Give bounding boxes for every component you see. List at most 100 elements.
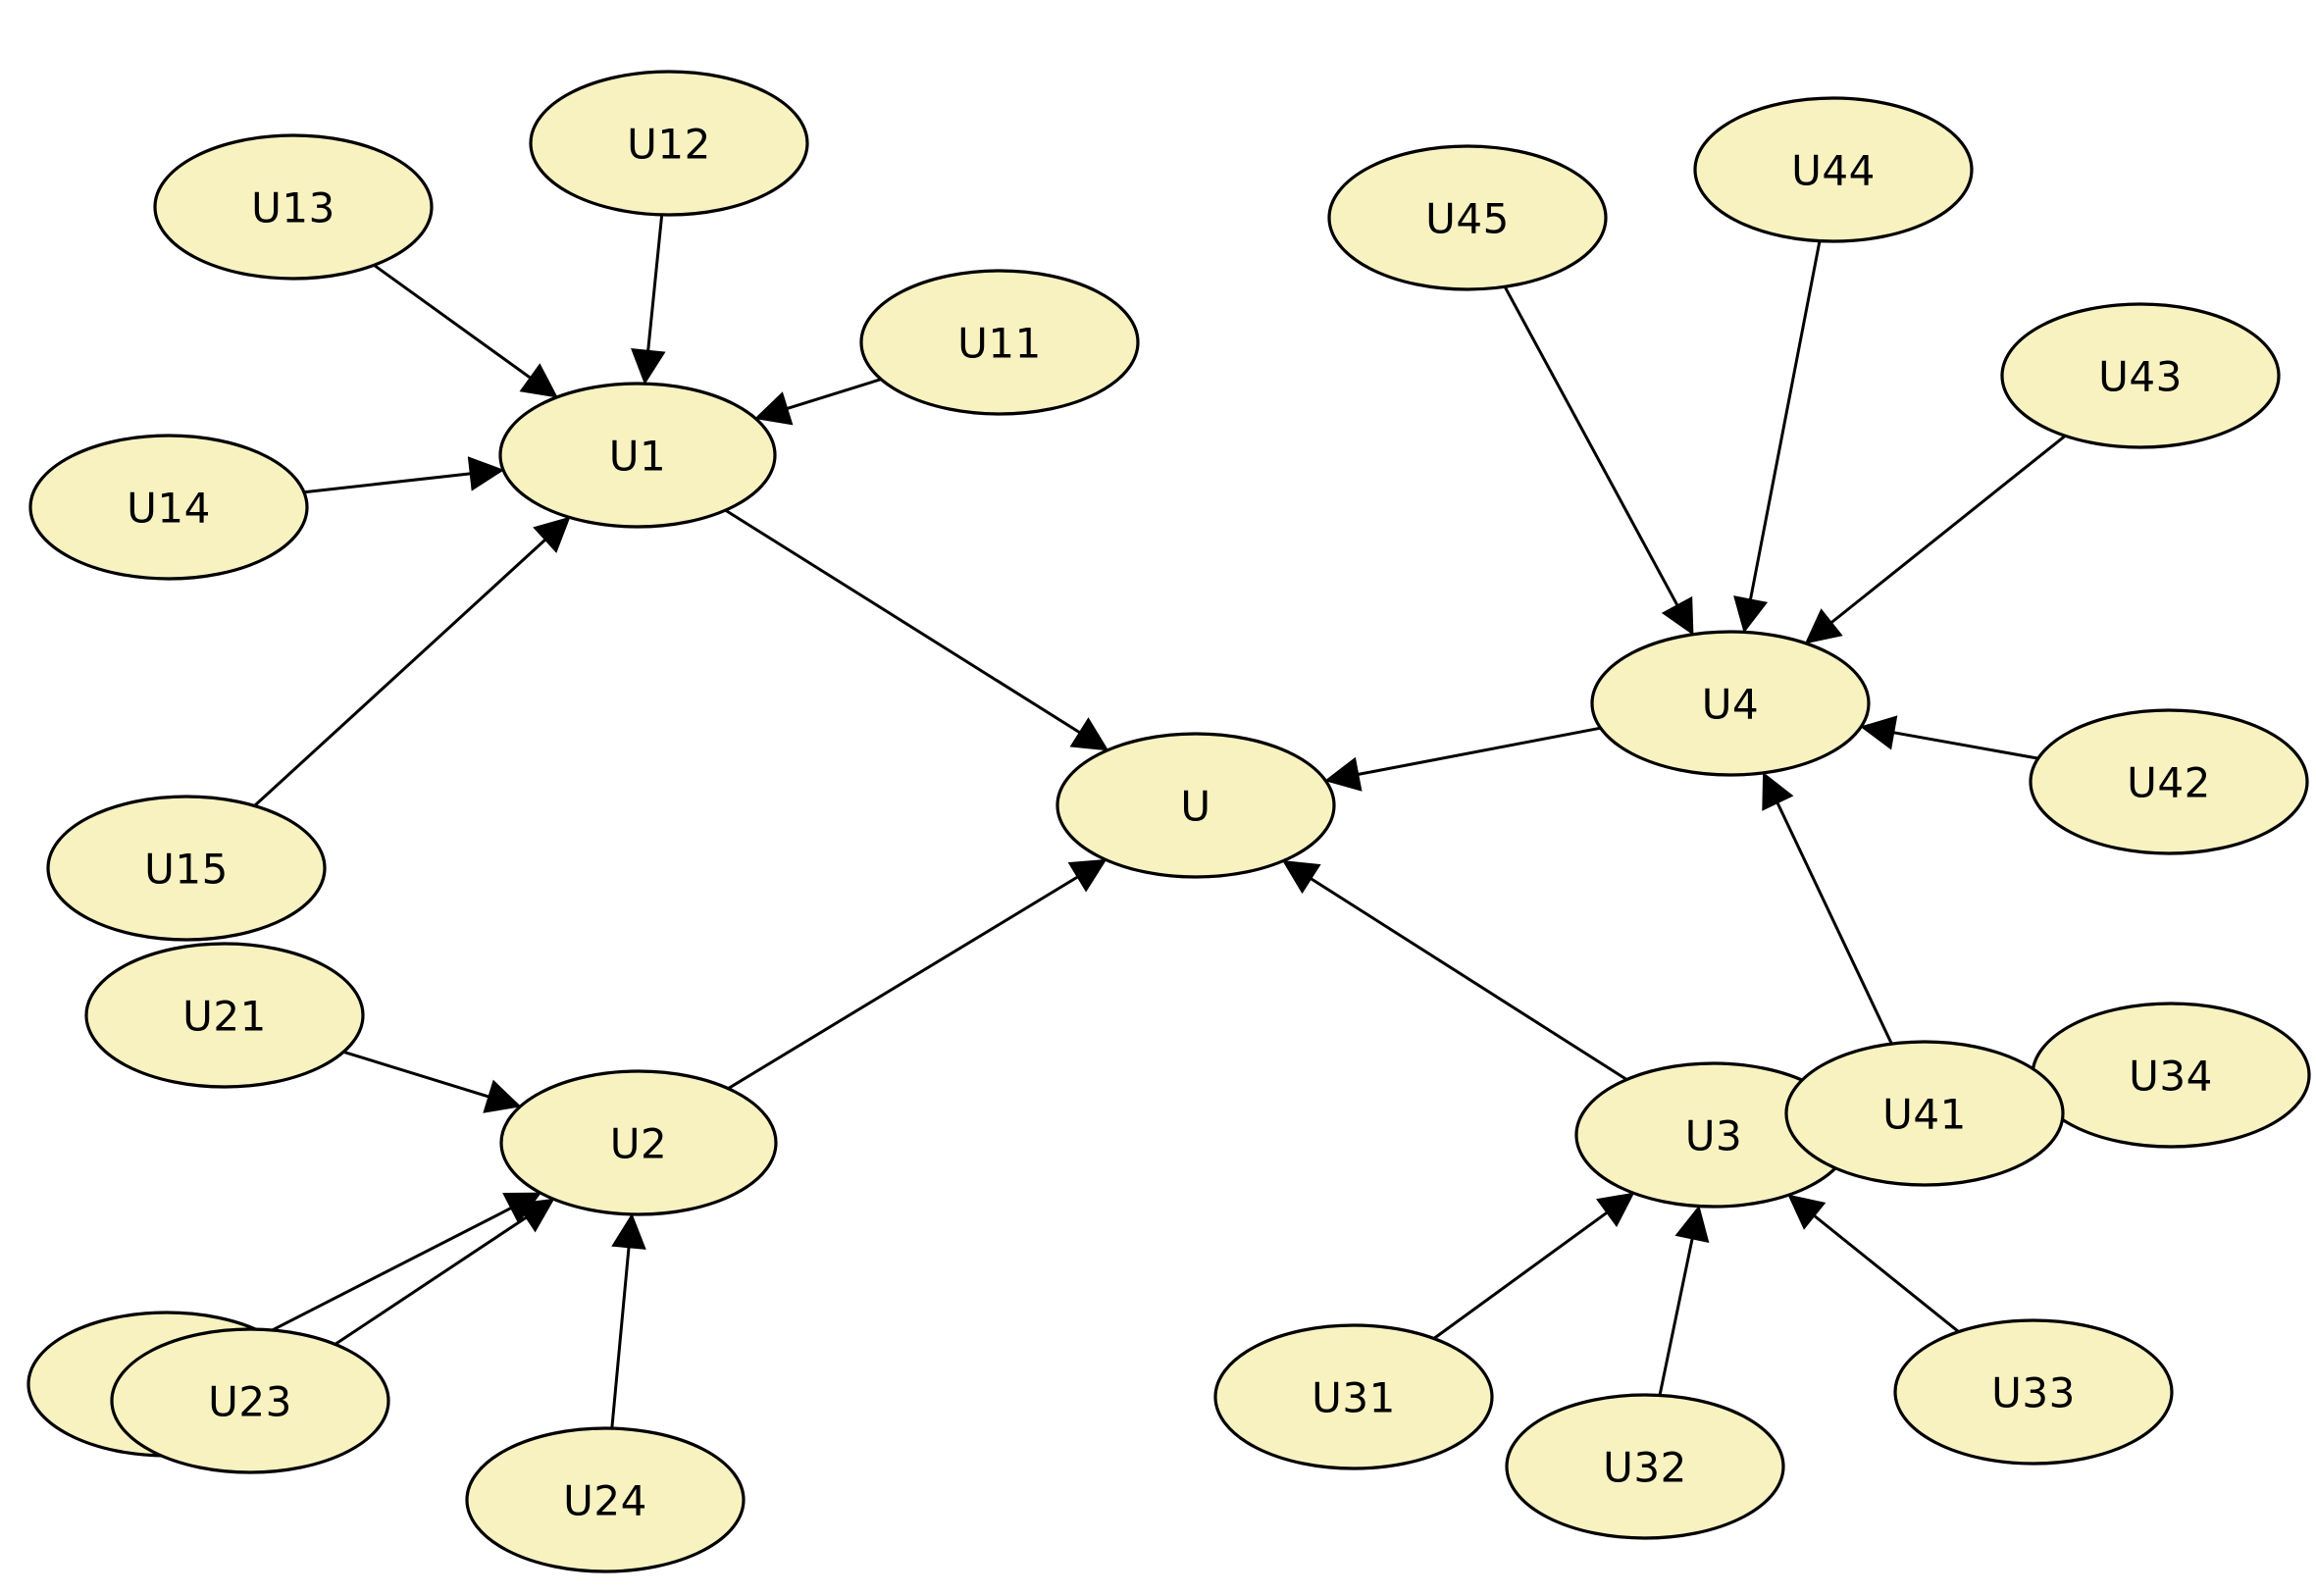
edge-line — [253, 539, 546, 807]
node-ellipse[interactable] — [110, 1327, 390, 1474]
node-ellipse[interactable] — [465, 1426, 746, 1573]
node-label: U24 — [563, 1477, 647, 1525]
edge-line — [1893, 731, 2038, 760]
arrowhead-icon — [611, 1212, 646, 1250]
node-u44[interactable]: U44 — [1693, 96, 1974, 243]
node-ellipse[interactable] — [859, 269, 1140, 416]
node-u42[interactable]: U42 — [2029, 708, 2309, 855]
arrowhead-icon — [1787, 1194, 1827, 1230]
node-u13[interactable]: U13 — [153, 133, 434, 281]
node-label: U44 — [1791, 147, 1876, 195]
arrowhead-icon — [467, 456, 505, 491]
arrowhead-icon — [1661, 595, 1694, 636]
node-ellipse[interactable] — [1893, 1318, 2174, 1466]
nodes-layer: UU1U11U12U13U14U15U2U21U22U23U24U3U31U32… — [26, 70, 2311, 1573]
node-u43[interactable]: U43 — [2000, 302, 2281, 449]
edge-u22-to-u2 — [264, 1192, 542, 1336]
arrowhead-icon — [515, 1198, 555, 1233]
node-label: U43 — [2098, 353, 2183, 401]
edge-u41-to-u4 — [1762, 771, 1893, 1045]
node-u15[interactable]: U15 — [46, 795, 327, 942]
node-u34[interactable]: U34 — [2031, 1002, 2311, 1149]
node-ellipse[interactable] — [529, 70, 809, 217]
edge-u1-to-u — [724, 508, 1109, 751]
node-ellipse[interactable] — [84, 942, 365, 1089]
node-ellipse[interactable] — [1590, 630, 1871, 777]
node-ellipse[interactable] — [498, 382, 777, 529]
edge-line — [727, 875, 1079, 1090]
node-label: U11 — [957, 320, 1042, 368]
edge-u4-to-u — [1324, 726, 1601, 792]
node-ellipse[interactable] — [28, 434, 309, 581]
node-ellipse[interactable] — [1055, 732, 1336, 879]
node-label: U34 — [2129, 1053, 2213, 1101]
node-label: U23 — [208, 1378, 292, 1426]
node-label: U41 — [1882, 1091, 1967, 1139]
edge-u2-to-u — [727, 858, 1107, 1090]
node-label: U32 — [1603, 1444, 1687, 1492]
node-u3[interactable]: U3 — [1574, 1061, 1853, 1209]
node-label: U1 — [609, 433, 666, 481]
node-u31[interactable]: U31 — [1213, 1323, 1494, 1470]
edge-u43-to-u4 — [1804, 435, 2067, 644]
edge-line — [1658, 1238, 1694, 1396]
node-label: U15 — [144, 846, 229, 894]
node-u1[interactable]: U1 — [498, 382, 777, 529]
edge-u3-to-u — [1282, 860, 1628, 1081]
edge-u13-to-u1 — [373, 264, 558, 398]
arrowhead-icon — [1674, 1205, 1710, 1243]
edge-u33-to-u3 — [1787, 1194, 1960, 1333]
node-u24[interactable]: U24 — [465, 1426, 746, 1573]
node-u[interactable]: U — [1055, 732, 1336, 879]
edge-line — [1776, 801, 1893, 1045]
node-ellipse[interactable] — [1327, 144, 1608, 291]
edge-u11-to-u1 — [754, 378, 882, 426]
node-label: U21 — [182, 993, 267, 1041]
arrowhead-icon — [1069, 717, 1109, 751]
node-ellipse[interactable] — [1213, 1323, 1494, 1470]
node-u32[interactable]: U32 — [1505, 1393, 1785, 1540]
edge-line — [373, 264, 532, 380]
node-ellipse[interactable] — [46, 795, 327, 942]
edge-u12-to-u1 — [631, 214, 666, 386]
node-label: U13 — [251, 184, 335, 232]
node-u14[interactable]: U14 — [28, 434, 309, 581]
arrowhead-icon — [631, 348, 666, 386]
arrowhead-icon — [754, 391, 794, 426]
node-ellipse[interactable] — [2029, 708, 2309, 855]
arrowhead-icon — [1804, 608, 1843, 644]
arrowhead-icon — [1324, 756, 1363, 792]
node-u21[interactable]: U21 — [84, 942, 365, 1089]
node-u23[interactable]: U23 — [110, 1327, 390, 1474]
node-ellipse[interactable] — [1784, 1040, 2065, 1187]
edge-u31-to-u3 — [1432, 1192, 1635, 1340]
arrowhead-icon — [1860, 715, 1898, 750]
node-u45[interactable]: U45 — [1327, 144, 1608, 291]
node-ellipse[interactable] — [1505, 1393, 1785, 1540]
edge-u32-to-u3 — [1658, 1205, 1710, 1396]
node-u33[interactable]: U33 — [1893, 1318, 2174, 1466]
arrowhead-icon — [519, 363, 558, 398]
edge-line — [303, 472, 471, 494]
arrowhead-icon — [1733, 595, 1769, 634]
node-u11[interactable]: U11 — [859, 269, 1140, 416]
node-ellipse[interactable] — [2000, 302, 2281, 449]
node-ellipse[interactable] — [153, 133, 434, 281]
node-u12[interactable]: U12 — [529, 70, 809, 217]
edge-line — [610, 1247, 631, 1429]
edge-line — [1813, 1214, 1960, 1333]
edge-line — [1358, 726, 1601, 776]
edge-line — [1830, 435, 2067, 624]
node-u2[interactable]: U2 — [499, 1069, 778, 1216]
edge-line — [787, 378, 882, 410]
node-ellipse[interactable] — [1693, 96, 1974, 243]
node-label: U12 — [627, 121, 711, 169]
arrowhead-icon — [1762, 771, 1794, 811]
node-u41[interactable]: U41 — [1784, 1040, 2065, 1187]
node-label: U31 — [1312, 1374, 1396, 1422]
node-ellipse[interactable] — [499, 1069, 778, 1216]
node-label: U — [1180, 783, 1210, 831]
arrowhead-icon — [533, 516, 571, 553]
node-u4[interactable]: U4 — [1590, 630, 1871, 777]
edge-line — [1749, 240, 1822, 600]
